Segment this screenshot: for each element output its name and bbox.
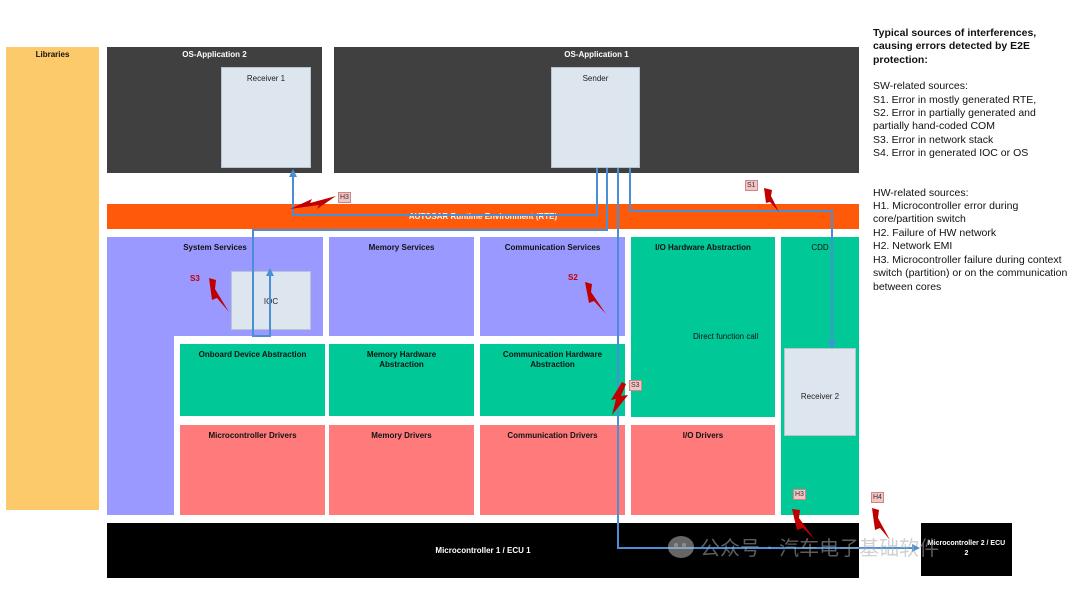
onboard-device-abstraction-block: Onboard Device Abstraction — [180, 344, 325, 416]
io-hardware-abstraction-block: I/O Hardware Abstraction Direct function… — [631, 237, 775, 417]
microcontroller-drivers-label: Microcontroller Drivers — [208, 431, 297, 440]
rte-label: AUTOSAR Runtime Environment (RTE) — [408, 212, 558, 221]
tag-h3-bottom: H3 — [793, 489, 806, 500]
os-application-1-title: OS-Application 1 — [564, 50, 629, 59]
communication-drivers-block: Communication Drivers — [480, 425, 625, 515]
memory-services-label: Memory Services — [368, 243, 435, 252]
tag-h4: H4 — [871, 492, 884, 503]
communication-hardware-abstraction-label: Communication Hardware Abstraction — [502, 350, 603, 369]
wechat-icon — [668, 535, 694, 558]
os-application-2: OS-Application 2 Receiver 1 — [107, 47, 322, 173]
legend-hw-item: H3. Microcontroller failure during conte… — [873, 253, 1068, 293]
legend-panel: Typical sources of interferences, causin… — [873, 27, 1073, 294]
legend-hw-item: H2. Network EMI — [873, 240, 953, 253]
memory-hardware-abstraction-label: Memory Hardware Abstraction — [366, 350, 437, 369]
receiver-2-label: Receiver 2 — [800, 392, 840, 401]
ioc-label: IOC — [263, 297, 279, 306]
cdd-block: CDD Receiver 2 — [781, 237, 859, 515]
legend-hw-item: H1. Microcontroller error during core/pa… — [873, 200, 1019, 226]
receiver-1-box: Receiver 1 — [221, 67, 311, 168]
rte-bar: AUTOSAR Runtime Environment (RTE) — [107, 204, 859, 229]
tag-h3-top: H3 — [338, 192, 351, 203]
os-application-1: OS-Application 1 Sender — [334, 47, 859, 173]
system-services-column — [107, 336, 174, 515]
tag-s3-comm: S3 — [629, 380, 642, 391]
legend-sw-item: S3. Error in network stack — [873, 133, 994, 146]
memory-services-block: Memory Services — [329, 237, 474, 336]
io-drivers-label: I/O Drivers — [682, 431, 724, 440]
io-hardware-abstraction-label: I/O Hardware Abstraction — [655, 243, 751, 252]
libraries-label: Libraries — [35, 50, 70, 59]
tag-s3-ioc: S3 — [190, 274, 200, 283]
cdd-label: CDD — [811, 243, 829, 252]
receiver-1-label: Receiver 1 — [246, 74, 286, 83]
microcontroller-2-label: Microcontroller 2 / ECU 2 — [927, 540, 1006, 557]
receiver-2-box: Receiver 2 — [784, 348, 856, 436]
communication-services-label: Communication Services — [504, 243, 601, 252]
io-drivers-block: I/O Drivers — [631, 425, 775, 515]
microcontroller-drivers-block: Microcontroller Drivers — [180, 425, 325, 515]
legend-hw-title: HW-related sources: — [873, 186, 969, 199]
ioc-box: IOC — [231, 271, 311, 330]
watermark: 公众号 · 汽车电子基础软件 — [668, 532, 939, 561]
system-services-top: System Services IOC — [107, 237, 323, 336]
legend-sw-item: S1. Error in mostly generated RTE, — [873, 93, 1037, 106]
direct-function-call-note: Direct function call — [693, 332, 759, 341]
legend-sw-title: SW-related sources: — [873, 80, 968, 93]
microcontroller-2-block: Microcontroller 2 / ECU 2 — [921, 523, 1012, 576]
watermark-text: 公众号 · 汽车电子基础软件 — [700, 536, 940, 560]
microcontroller-1-label: Microcontroller 1 / ECU 1 — [435, 546, 531, 555]
legend-sw-item: S4. Error in generated IOC or OS — [873, 147, 1029, 160]
memory-drivers-block: Memory Drivers — [329, 425, 474, 515]
legend-hw-item: H2. Failure of HW network — [873, 226, 997, 239]
sender-label: Sender — [582, 74, 609, 83]
legend-sw-item: S2. Error in partially generated and par… — [873, 107, 1036, 133]
tag-s2: S2 — [568, 273, 578, 282]
onboard-device-abstraction-label: Onboard Device Abstraction — [198, 350, 307, 359]
communication-drivers-label: Communication Drivers — [507, 431, 598, 440]
memory-drivers-label: Memory Drivers — [371, 431, 432, 440]
os-application-2-title: OS-Application 2 — [182, 50, 247, 59]
legend-heading: Typical sources of interferences, causin… — [873, 27, 1037, 66]
tag-s1: S1 — [745, 180, 758, 191]
system-services-label: System Services — [183, 243, 247, 252]
sender-box: Sender — [551, 67, 640, 168]
memory-hardware-abstraction-block: Memory Hardware Abstraction — [329, 344, 474, 416]
communication-services-block: Communication Services — [480, 237, 625, 336]
communication-hardware-abstraction-block: Communication Hardware Abstraction — [480, 344, 625, 416]
libraries-block: Libraries — [6, 47, 99, 510]
